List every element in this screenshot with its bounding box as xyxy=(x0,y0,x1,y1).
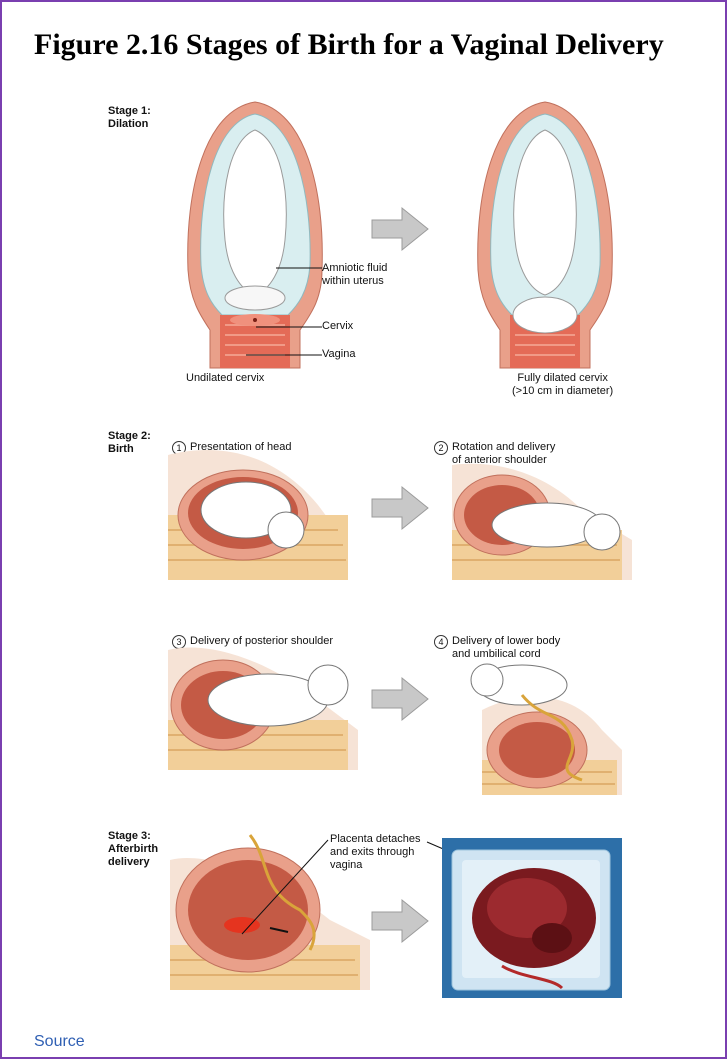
callout-line-amniotic xyxy=(276,266,322,270)
step-4-number: 4 xyxy=(434,635,448,649)
callout-line-cervix xyxy=(256,325,322,329)
source-link[interactable]: Source xyxy=(34,1033,85,1051)
uterus-dilated-illustration xyxy=(470,100,620,370)
stage1-label: Stage 1: Dilation xyxy=(108,105,151,131)
callout-amniotic-fluid: Amniotic fluid within uterus xyxy=(322,262,387,288)
figure-title: Figure 2.16 Stages of Birth for a Vagina… xyxy=(34,28,664,62)
arrow-right-icon xyxy=(372,678,428,720)
callout-cervix: Cervix xyxy=(322,320,353,333)
callout-vagina: Vagina xyxy=(322,348,355,361)
arrow-right-icon xyxy=(372,208,428,250)
callout-line-vagina xyxy=(246,353,322,357)
caption-dilated-cervix: Fully dilated cervix (>10 cm in diameter… xyxy=(512,372,613,398)
callout-placenta: Placenta detaches and exits through vagi… xyxy=(330,833,421,872)
stage2-label: Stage 2: Birth xyxy=(108,430,151,456)
birth-step-4-illustration xyxy=(462,650,622,795)
arrow-right-icon xyxy=(372,900,428,942)
arrow-right-icon xyxy=(372,487,428,529)
birth-step-2-illustration xyxy=(452,460,632,580)
placenta-photo xyxy=(442,838,622,998)
stage3-label: Stage 3: Afterbirth delivery xyxy=(108,830,158,869)
birth-step-3-illustration xyxy=(168,640,358,770)
step-2-number: 2 xyxy=(434,441,448,455)
caption-undilated-cervix: Undilated cervix xyxy=(186,372,264,385)
callout-line-placenta xyxy=(240,838,330,938)
uterus-undilated-illustration xyxy=(180,100,330,370)
birth-step-1-illustration xyxy=(168,445,348,580)
